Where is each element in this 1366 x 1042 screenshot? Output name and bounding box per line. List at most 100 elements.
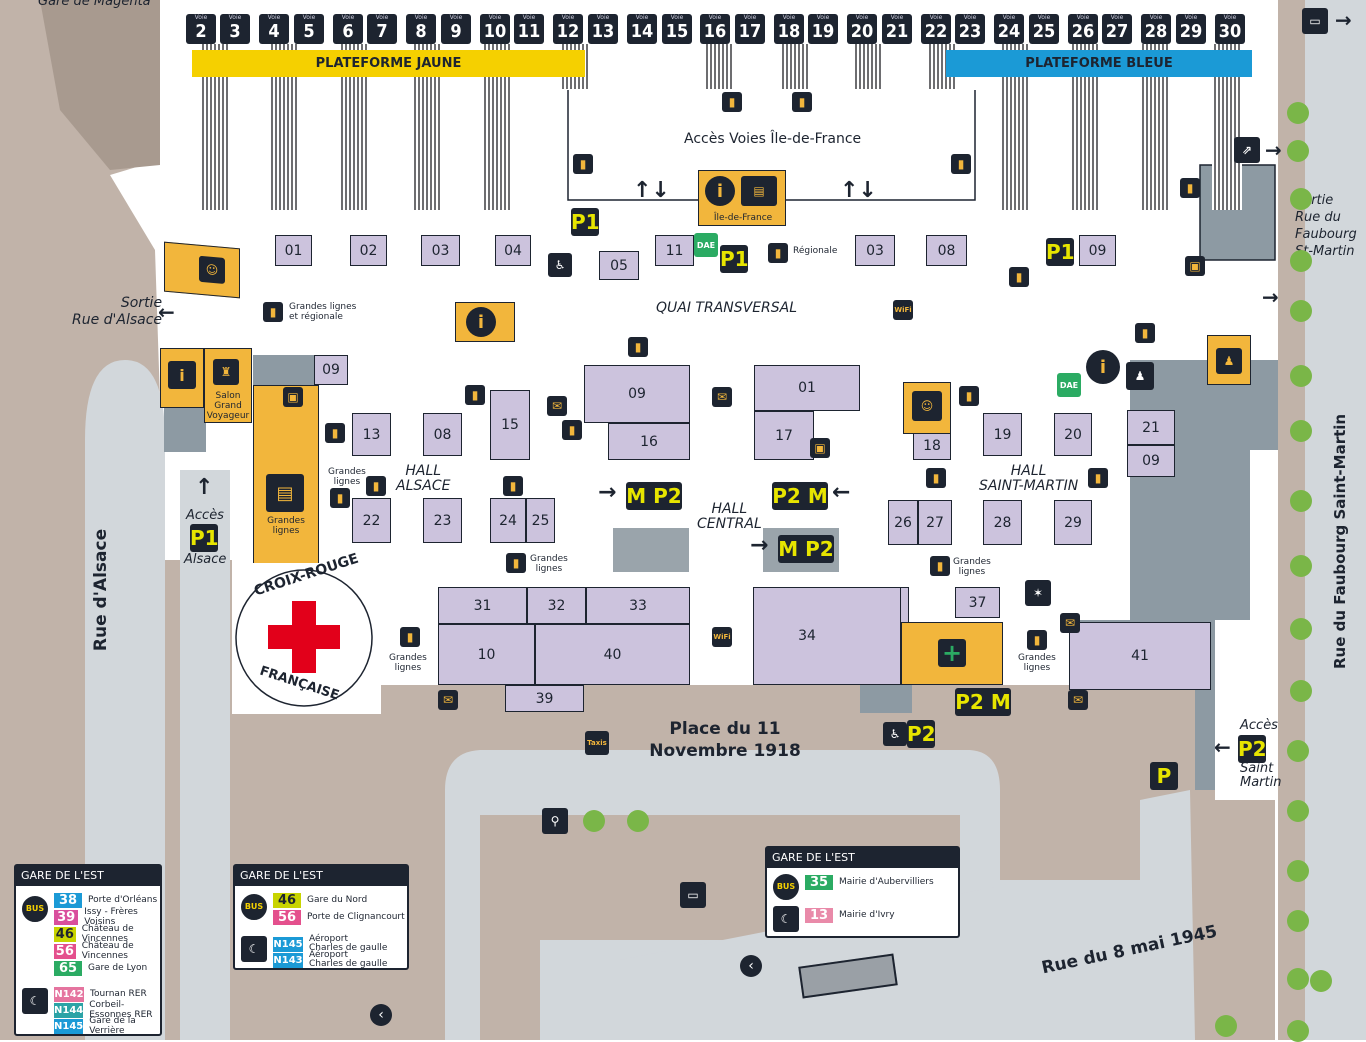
shop-03[interactable]: 03 — [421, 235, 460, 266]
track-number: 3 — [229, 21, 241, 42]
shop-08-hall[interactable]: 08 — [423, 413, 462, 456]
accessibility-icon: ♿ — [548, 253, 572, 277]
taxi-icon: Taxis — [585, 731, 609, 755]
track-number: 16 — [703, 21, 727, 42]
shop-08[interactable]: 08 — [926, 235, 967, 266]
salon-grand-voyageur[interactable]: ♜ Salon Grand Voyageur — [204, 348, 252, 423]
bike-parking[interactable]: P — [1150, 762, 1178, 790]
chevron-left-icon[interactable]: ‹ — [370, 1004, 392, 1026]
shop-17[interactable]: 17 — [754, 411, 814, 460]
shop-26[interactable]: 26 — [888, 500, 918, 545]
shop-10[interactable]: 10 — [438, 624, 535, 685]
shop-24[interactable]: 24 — [490, 498, 526, 543]
shop-09-alsace[interactable]: 09 — [314, 355, 348, 385]
shop-22[interactable]: 22 — [352, 498, 391, 543]
shop-37[interactable]: 37 — [955, 587, 1000, 618]
shop-23[interactable]: 23 — [423, 498, 462, 543]
metro-parking-p2-west[interactable]: M P2 — [626, 482, 682, 510]
info-point[interactable]: i — [160, 348, 204, 408]
parking-p1-a[interactable]: P1 — [571, 208, 600, 236]
parking-p1-alsace[interactable]: P1 — [190, 524, 219, 552]
ticket-machine-icon: ▮ — [330, 488, 350, 508]
hall-alsace-line2: ALSACE — [396, 478, 451, 494]
sortie-alsace-line1: Sortie — [120, 295, 163, 311]
shop-28[interactable]: 28 — [983, 500, 1022, 545]
shop-16[interactable]: 16 — [608, 423, 690, 460]
grandes-lignes-ticket-office[interactable]: ▤ Grandes lignes — [253, 385, 319, 565]
shop-29[interactable]: 29 — [1054, 500, 1092, 545]
shop-20[interactable]: 20 — [1054, 413, 1092, 456]
shop-05[interactable]: 05 — [599, 251, 639, 280]
parking-p2-south2[interactable]: P2 — [907, 720, 936, 748]
voie-word: Voie — [228, 14, 242, 21]
shop-41[interactable]: 41 — [1069, 622, 1211, 690]
shop-09-central[interactable]: 09 — [584, 365, 690, 423]
shop-21[interactable]: 21 — [1127, 410, 1175, 445]
shop-15[interactable]: 15 — [490, 390, 530, 460]
shop-11[interactable]: 11 — [655, 235, 694, 266]
track-number: 21 — [885, 21, 909, 42]
metro-parking-p2-south[interactable]: P2 M — [955, 688, 1011, 716]
shop-33[interactable]: 33 — [586, 587, 690, 624]
bus-icon: BUS — [773, 874, 799, 900]
chevron-left-icon[interactable]: ‹ — [740, 955, 762, 977]
shop-34[interactable]: 34 — [753, 587, 901, 685]
parking-p1-b[interactable]: P1 — [720, 245, 749, 273]
shop-09-stmartin[interactable]: 09 — [1127, 445, 1175, 477]
voie-word: Voie — [561, 14, 575, 21]
shop-13[interactable]: 13 — [352, 413, 391, 456]
family-space[interactable]: ♟ — [1207, 335, 1251, 385]
pharmacy[interactable]: + — [901, 622, 1003, 685]
shop-09-top[interactable]: 09 — [1079, 235, 1116, 266]
shop-19[interactable]: 19 — [983, 413, 1022, 456]
shop-01[interactable]: 01 — [275, 235, 312, 266]
shop-32[interactable]: 32 — [527, 587, 586, 624]
mail-icon: ✉ — [1068, 690, 1088, 710]
shop-27[interactable]: 27 — [918, 500, 952, 545]
metro-parking-p2-central[interactable]: M P2 — [778, 535, 834, 563]
place-line2: Novembre 1918 — [649, 741, 801, 761]
family-icon: ♟ — [1216, 348, 1242, 374]
shop-04[interactable]: 04 — [495, 235, 531, 266]
metro-parking-p2-east[interactable]: P2 M — [772, 482, 828, 510]
tree — [1310, 970, 1332, 992]
track-number: 22 — [924, 21, 948, 42]
service-point[interactable]: ☺ — [903, 382, 951, 434]
shop-40[interactable]: 40 — [535, 624, 690, 685]
shop-25[interactable]: 25 — [526, 498, 555, 543]
main-info-desk[interactable]: i — [455, 302, 515, 342]
shop-01-central[interactable]: 01 — [754, 365, 860, 411]
info-icon: i — [466, 307, 496, 337]
ile-de-france-info-center[interactable]: i ▤ Île-de-France — [698, 170, 786, 226]
acces-idf-label: Accès Voies Île-de-France — [684, 131, 862, 147]
shop-39[interactable]: 39 — [505, 685, 584, 712]
parking-p1-c[interactable]: P1 — [1046, 238, 1075, 266]
shop-31[interactable]: 31 — [438, 587, 527, 624]
parking-p2-stmartin[interactable]: P2 — [1238, 735, 1267, 763]
shop-03b[interactable]: 03 — [855, 235, 895, 266]
shop-18[interactable]: 18 — [913, 432, 951, 460]
sortie-alsace-label: Sortie Rue d'Alsace — [72, 295, 162, 329]
info-icon: i — [705, 176, 735, 206]
shop-02[interactable]: 02 — [350, 235, 387, 266]
bus-line-dest: Gare de Lyon — [88, 963, 148, 973]
service-desk[interactable]: ☺ — [164, 241, 240, 299]
